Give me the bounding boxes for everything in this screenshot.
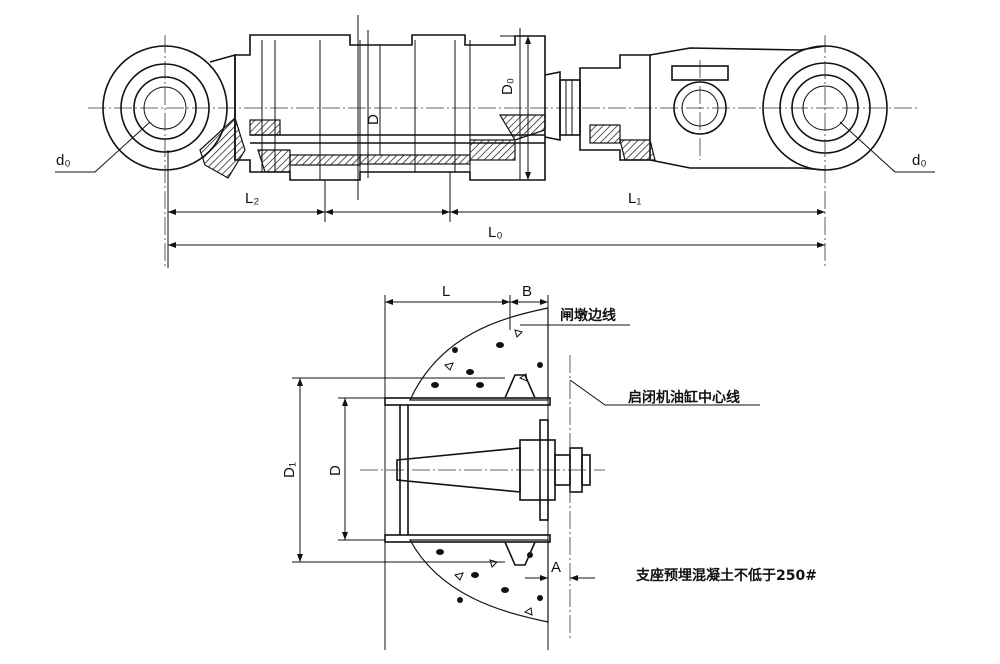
label-d0-right: d₀ xyxy=(912,152,927,169)
cylinder-body xyxy=(234,15,546,200)
note-concrete-spec: 支座预埋混凝土不低于250# xyxy=(635,567,817,584)
top-assembly: d₀ d₀ L₂ L₁ L₀ D D₀ xyxy=(55,15,935,268)
label-D0: D₀ xyxy=(499,78,516,95)
label-d0-left: d₀ xyxy=(56,152,71,169)
bottom-rib xyxy=(504,541,536,566)
label-A: A xyxy=(551,559,561,576)
top-rib xyxy=(504,374,536,399)
label-D: D xyxy=(365,114,382,125)
label-L2: L₂ xyxy=(245,190,259,207)
label-L1: L₁ xyxy=(628,190,641,207)
concrete-bottom xyxy=(408,539,549,623)
piston-rod xyxy=(544,54,656,161)
label-B: B xyxy=(522,283,532,300)
top-dimensions xyxy=(167,35,825,268)
centerline-leader xyxy=(569,379,760,406)
bottom-dimensions xyxy=(292,295,595,650)
d0-right-leader xyxy=(839,121,935,173)
support-detail: L B D₁ D A 闸墩边线 启闭机油缸中心线 支座预埋混凝土不低于250# xyxy=(281,283,817,650)
d0-left-leader xyxy=(55,121,151,173)
label-L0: L₀ xyxy=(488,224,503,241)
left-eye-end xyxy=(102,35,246,268)
label-D1: D₁ xyxy=(281,462,298,478)
right-eye-end xyxy=(762,35,888,268)
label-L: L xyxy=(442,283,450,300)
note-pier-edge: 闸墩边线 xyxy=(560,307,616,324)
note-cylinder-centerline: 启闭机油缸中心线 xyxy=(628,389,740,406)
label-D: D xyxy=(327,465,344,476)
aggregate-marks xyxy=(431,329,543,616)
